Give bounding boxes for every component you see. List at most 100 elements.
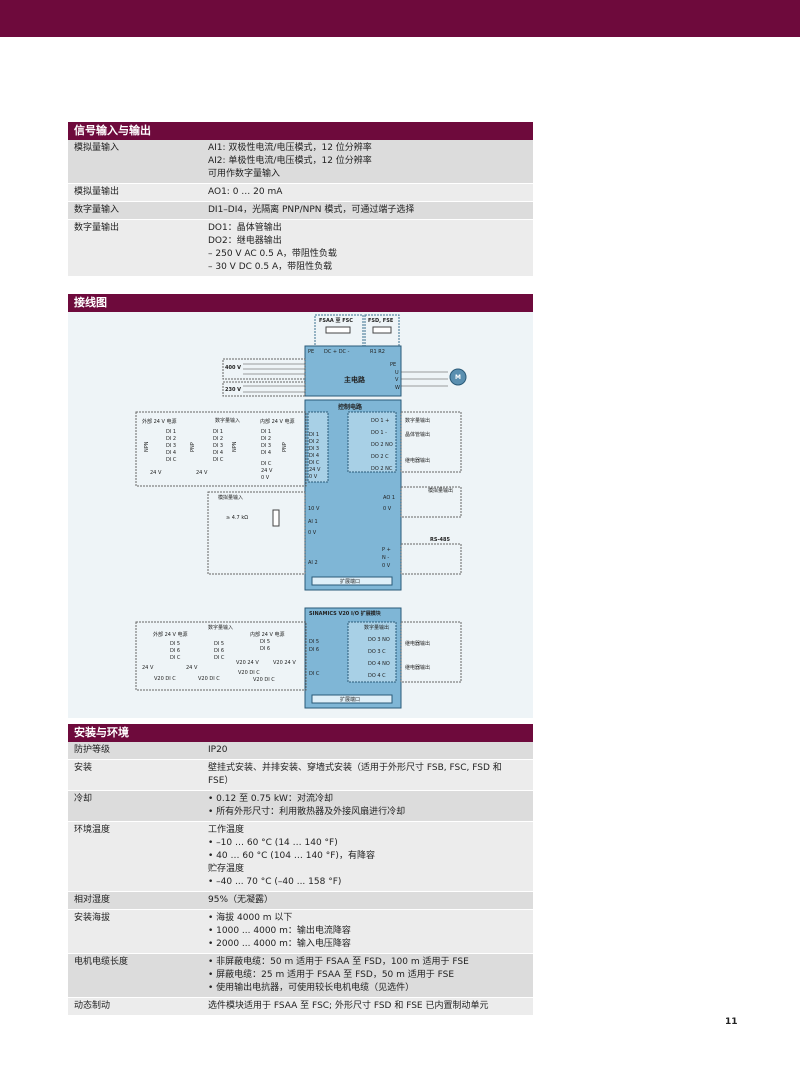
section-title: 信号输入与输出 [68, 122, 533, 140]
svg-text:模拟量输入: 模拟量输入 [218, 494, 243, 501]
svg-text:DI 2: DI 2 [213, 436, 223, 442]
svg-text:DI C: DI C [170, 655, 181, 661]
svg-text:DI 3: DI 3 [261, 443, 271, 449]
svg-text:24 V: 24 V [196, 470, 208, 476]
table-row: 安装壁挂式安装、并排安装、穿墙式安装（适用于外形尺寸 FSB, FSC, FSD… [68, 760, 533, 791]
svg-text:DI 3: DI 3 [166, 443, 176, 449]
svg-text:DO 4 C: DO 4 C [368, 673, 386, 679]
svg-text:DI 6: DI 6 [260, 646, 270, 652]
svg-text:DI C: DI C [309, 671, 320, 677]
svg-text:DI 3: DI 3 [309, 446, 319, 452]
fsaa-label: FSAA 至 FSC [319, 317, 353, 324]
svg-text:DO 2 NO: DO 2 NO [371, 442, 393, 448]
svg-text:FSD, FSE: FSD, FSE [368, 318, 394, 324]
motor-icon [449, 368, 467, 386]
svg-text:DO 1 +: DO 1 + [371, 418, 389, 424]
svg-text:NPN: NPN [144, 441, 150, 452]
svg-text:V20 DI C: V20 DI C [154, 676, 176, 682]
svg-text:继电器输出: 继电器输出 [405, 664, 430, 671]
svg-text:继电器输出: 继电器输出 [405, 640, 430, 647]
table-row: 冷却0.12 至 0.75 kW：对流冷却所有外形尺寸：利用散热器及外接风扇进行… [68, 791, 533, 822]
svg-text:AI 1: AI 1 [308, 519, 318, 525]
section-title: 接线图 [68, 294, 533, 312]
svg-text:V20 DI C: V20 DI C [253, 677, 275, 683]
io-module-title: SINAMICS V20 I/O 扩展模块 [309, 610, 382, 617]
svg-text:M: M [455, 374, 461, 381]
svg-text:24 V: 24 V [142, 665, 154, 671]
svg-text:24 V: 24 V [309, 467, 321, 473]
svg-text:数字量输出: 数字量输出 [405, 417, 430, 424]
svg-text:≥ 4.7 kΩ: ≥ 4.7 kΩ [226, 515, 248, 521]
svg-text:24 V: 24 V [261, 468, 273, 474]
svg-text:内部 24 V 电源: 内部 24 V 电源 [260, 418, 295, 425]
svg-text:AO 1: AO 1 [383, 495, 395, 501]
svg-text:模拟量输出: 模拟量输出 [428, 487, 453, 494]
svg-text:DI C: DI C [214, 655, 225, 661]
svg-text:400 V: 400 V [225, 365, 241, 371]
svg-text:V20 24 V: V20 24 V [236, 660, 259, 666]
ext-port-label: 扩展端口 [340, 578, 360, 585]
svg-text:V: V [395, 377, 399, 383]
table-row: 安装海拔海拔 4000 m 以下1000 ... 4000 m：输出电流降容20… [68, 910, 533, 954]
svg-text:DI 4: DI 4 [213, 450, 223, 456]
svg-text:DI 2: DI 2 [309, 439, 319, 445]
svg-text:10 V: 10 V [308, 506, 320, 512]
svg-text:DI 3: DI 3 [213, 443, 223, 449]
svg-text:DI C: DI C [166, 457, 177, 463]
table-row: 动态制动选件模块适用于 FSAA 至 FSC; 外形尺寸 FSD 和 FSE 已… [68, 998, 533, 1016]
svg-text:DO 3 C: DO 3 C [368, 649, 386, 655]
svg-text:晶体管输出: 晶体管输出 [405, 431, 430, 438]
svg-text:0 V: 0 V [382, 563, 391, 569]
svg-text:0 V: 0 V [261, 475, 270, 481]
svg-text:DI 5: DI 5 [309, 639, 319, 645]
svg-text:DI 4: DI 4 [166, 450, 176, 456]
svg-text:0 V: 0 V [309, 474, 318, 480]
svg-text:230 V: 230 V [225, 387, 241, 393]
svg-text:DI C: DI C [309, 460, 320, 466]
svg-text:24 V: 24 V [150, 470, 162, 476]
svg-text:外部 24 V 电源: 外部 24 V 电源 [142, 418, 177, 425]
section-title: 安装与环境 [68, 724, 533, 742]
svg-text:DI 1: DI 1 [261, 429, 271, 435]
svg-text:W: W [395, 385, 400, 391]
svg-text:DI 1: DI 1 [213, 429, 223, 435]
svg-text:PNP: PNP [190, 442, 196, 452]
svg-text:R1 R2: R1 R2 [370, 349, 385, 355]
svg-text:V20 DI C: V20 DI C [238, 670, 260, 676]
table-row: 数字量输入 DI1–DI4，光隔离 PNP/NPN 模式，可通过端子选择 [68, 202, 533, 220]
svg-text:外部 24 V 电源: 外部 24 V 电源 [153, 631, 188, 638]
top-banner [0, 0, 800, 37]
svg-text:DO 3 NO: DO 3 NO [368, 637, 390, 643]
svg-text:DI 4: DI 4 [261, 450, 271, 456]
svg-text:扩展端口: 扩展端口 [340, 696, 360, 703]
svg-text:数字量输入: 数字量输入 [215, 417, 240, 424]
svg-text:DI 5: DI 5 [214, 641, 224, 647]
svg-text:PNP: PNP [282, 442, 288, 452]
svg-text:DI 6: DI 6 [309, 647, 319, 653]
table-row: 电机电缆长度非屏蔽电缆：50 m 适用于 FSAA 至 FSD，100 m 适用… [68, 954, 533, 998]
control-circuit-label: 控制电路 [338, 403, 363, 411]
svg-text:继电器输出: 继电器输出 [405, 457, 430, 464]
wiring-section: 接线图 [68, 294, 533, 312]
svg-text:DO 2 C: DO 2 C [371, 454, 389, 460]
svg-text:P +: P + [382, 547, 391, 553]
svg-text:PE: PE [390, 362, 396, 368]
svg-text:NPN: NPN [232, 441, 238, 452]
svg-text:DO 2 NC: DO 2 NC [371, 466, 393, 472]
svg-text:数字量输出: 数字量输出 [364, 624, 389, 631]
svg-text:0 V: 0 V [308, 530, 317, 536]
wiring-diagram: FSAA 至 FSC FSD, FSE PE DC + DC - R1 R2 主… [68, 312, 533, 718]
svg-text:RS-485: RS-485 [430, 537, 450, 543]
svg-text:U: U [395, 370, 399, 376]
svg-text:DI 5: DI 5 [260, 639, 270, 645]
svg-text:N -: N - [382, 555, 389, 561]
page-number: 11 [725, 1017, 738, 1027]
svg-text:DO 1 -: DO 1 - [371, 430, 387, 436]
svg-text:DI 2: DI 2 [166, 436, 176, 442]
